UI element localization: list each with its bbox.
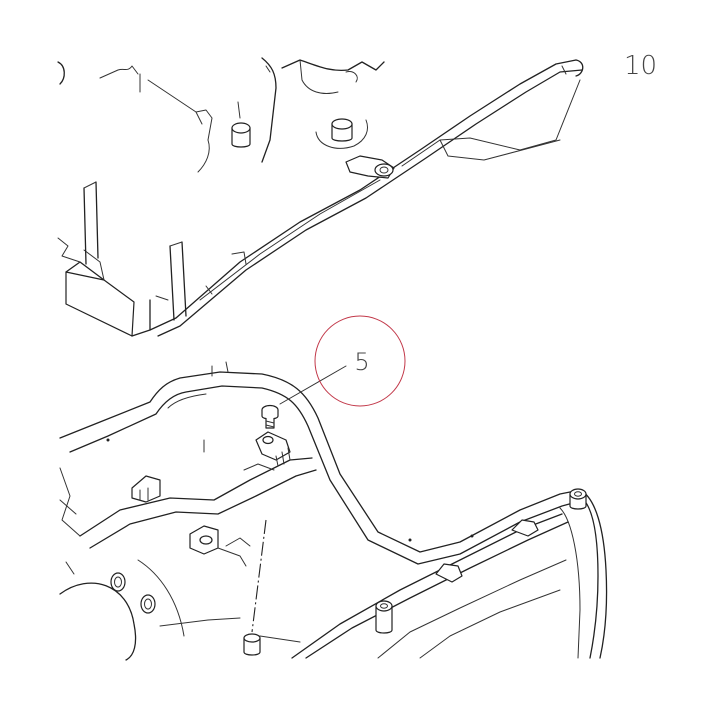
screw-part-5: [261, 404, 279, 429]
callout-label-10: 10: [624, 51, 657, 81]
upper-boss-left: [231, 101, 251, 148]
lower-boss-right: [569, 488, 587, 510]
lower-frame: [59, 361, 608, 661]
dowel-pin: [243, 519, 267, 656]
upper-boss-right: [315, 118, 368, 149]
upper-left-tab: [57, 237, 151, 337]
callout-circle-5: [314, 315, 406, 407]
lower-left-drum: [59, 559, 241, 661]
rail-mounting-eye: [345, 155, 395, 179]
callout-label-5: 5: [354, 348, 369, 376]
leader-line-5: [279, 365, 347, 405]
crossmember-mount: [189, 525, 251, 567]
upper-housing: [57, 57, 584, 337]
callout-5: 5: [314, 315, 406, 407]
screw-bracket: [243, 431, 291, 471]
lower-boss-middle: [375, 600, 393, 634]
crossmember-bracket: [131, 475, 161, 503]
